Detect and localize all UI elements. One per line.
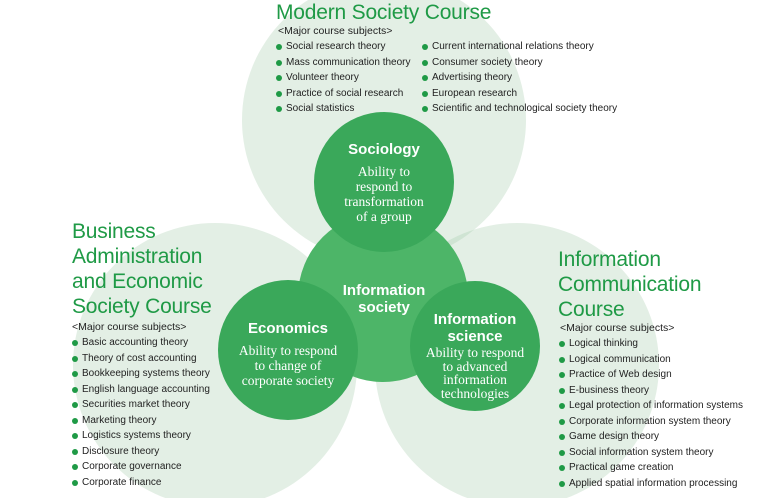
list-item: Advertising theory [422,70,617,86]
list-item: Scientific and technological society the… [422,101,617,117]
information-science-title-line: Information [433,311,517,328]
sociology-description-line: Ability to [357,164,411,179]
business-subjects: Basic accounting theory Theory of cost a… [72,335,210,490]
list-item: Logistics systems theory [72,428,210,444]
economics-description-line: corporate society [241,373,335,388]
list-item: Social information system theory [559,445,743,461]
list-item: Social research theory [276,39,411,55]
list-item: Basic accounting theory [72,335,210,351]
list-item: Applied spatial information processing [559,476,743,492]
list-item: Volunteer theory [276,70,411,86]
business-title: Business Administration and Economic Soc… [72,219,212,319]
list-item: Legal protection of information systems [559,398,743,414]
list-item: Logical thinking [559,336,743,352]
economics-description-line: Ability to respond [238,343,338,358]
information-communication-title-line: Information [558,248,661,271]
list-item: Marketing theory [72,413,210,429]
modern-society-subjects-right: Current international relations theory C… [422,39,617,117]
business-title-line: and Economic [72,270,203,293]
list-item: English language accounting [72,382,210,398]
list-item: Practical game creation [559,460,743,476]
list-item: Game design theory [559,429,743,445]
list-item: Bookkeeping systems theory [72,366,210,382]
information-science-title: Information science [405,311,545,345]
list-item: Securities market theory [72,397,210,413]
information-science-description-line: information [443,372,507,387]
information-society-title-line: society [358,299,410,316]
information-communication-title-line: Communication [558,273,702,296]
economics-circle [218,280,358,420]
information-communication-title: Information Communication Course [558,247,701,322]
modern-society-title: Modern Society Course [276,1,492,24]
list-item: Practice of social research [276,86,411,102]
sociology-title: Sociology [348,141,420,158]
business-title-line: Business [72,220,156,243]
information-science-description: Ability to respond to advanced informati… [395,346,555,400]
modern-society-subjects-label: <Major course subjects> [278,25,393,37]
information-society-title-line: Information [342,282,426,299]
information-communication-subjects-label: <Major course subjects> [560,322,675,334]
list-item: Practice of Web design [559,367,743,383]
information-science-description-line: Ability to respond [425,345,525,360]
information-science-circle [410,281,540,411]
list-item: Mass communication theory [276,55,411,71]
list-item: Social statistics [276,101,411,117]
list-item: Corporate governance [72,459,210,475]
information-society-title: Information society [314,282,454,316]
economics-description: Ability to respond to change of corporat… [218,343,358,388]
information-communication-subjects: Logical thinking Logical communication P… [559,336,743,491]
sociology-description-line: transformation [344,194,424,209]
sociology-circle [314,112,454,252]
business-title-line: Society Course [72,295,212,318]
list-item: Theory of cost accounting [72,351,210,367]
sociology-description-line: of a group [356,209,412,224]
information-science-description-line: technologies [440,385,510,401]
information-science-title-line: science [447,328,503,345]
business-subjects-label: <Major course subjects> [72,321,187,333]
list-item: Current international relations theory [422,39,617,55]
information-science-description-line: to advanced [442,358,508,374]
sociology-description-line: respond to [355,179,413,194]
economics-description-line: to change of [254,358,322,373]
list-item: Consumer society theory [422,55,617,71]
list-item: Corporate finance [72,475,210,491]
list-item: European research [422,86,617,102]
business-title-line: Administration [72,245,203,268]
list-item: E-business theory [559,383,743,399]
list-item: Logical communication [559,352,743,368]
economics-title: Economics [247,320,329,337]
sociology-description: Ability to respond to transformation of … [314,164,454,224]
list-item: Disclosure theory [72,444,210,460]
modern-society-subjects-left: Social research theory Mass communicatio… [276,39,411,117]
list-item: Corporate information system theory [559,414,743,430]
information-communication-title-line: Course [558,298,625,321]
